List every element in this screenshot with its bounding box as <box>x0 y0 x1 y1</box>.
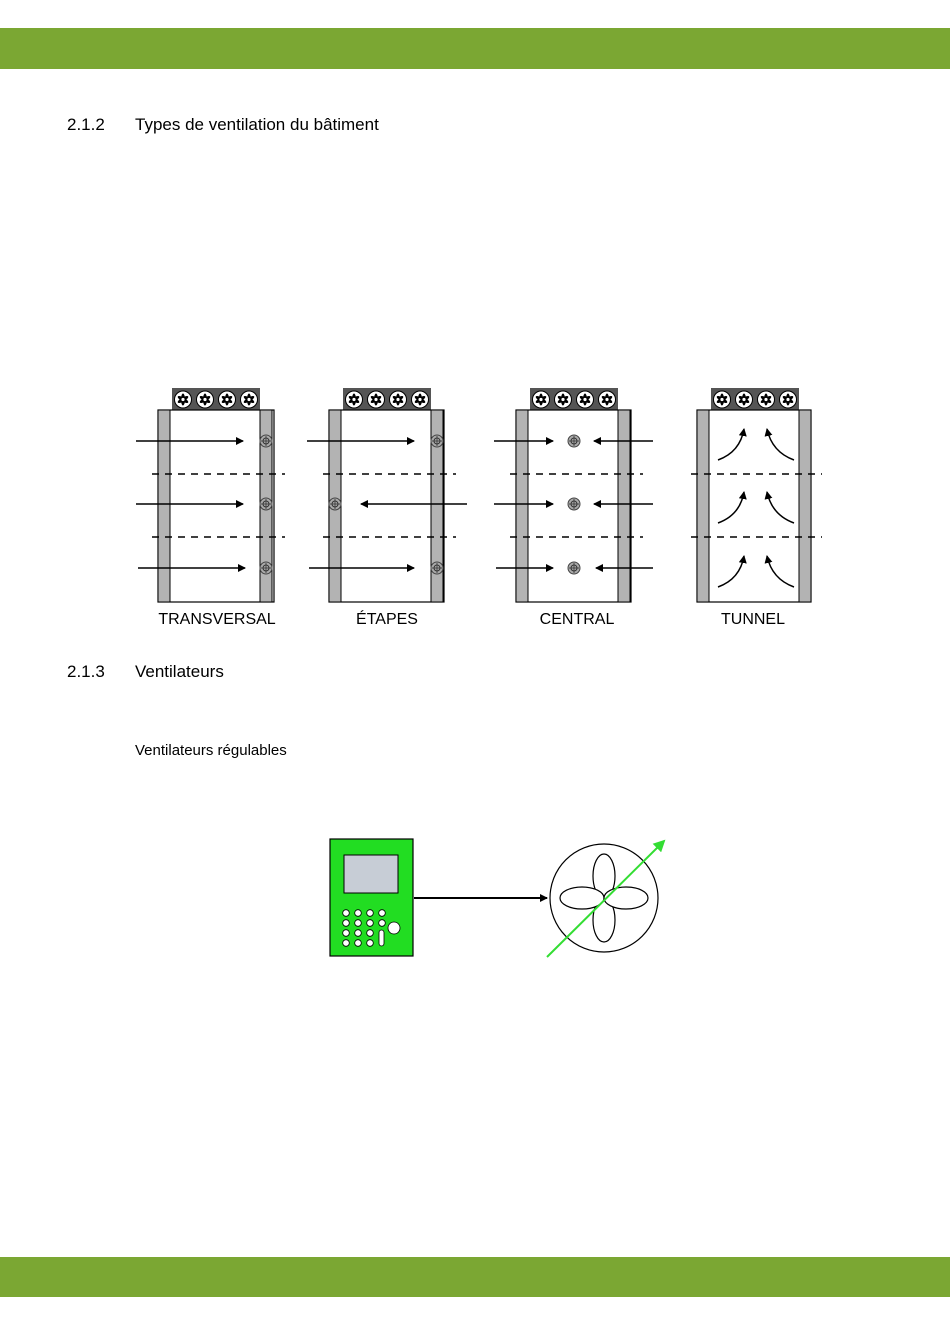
controller-icon <box>330 839 413 956</box>
label-central: CENTRAL <box>540 611 615 628</box>
fan-bank <box>711 388 799 411</box>
etapes-diagram <box>307 388 467 602</box>
section-title: Ventilateurs <box>135 662 224 682</box>
label-transversal: TRANSVERSAL <box>158 611 275 628</box>
footer-band <box>0 1257 950 1297</box>
section-number: 2.1.3 <box>67 662 135 682</box>
variable-fan-diagram <box>330 839 664 957</box>
fan-bank <box>172 388 260 411</box>
fan-bank <box>343 388 431 411</box>
tunnel-diagram <box>691 388 822 602</box>
subheading-variable-fans: Ventilateurs régulables <box>135 742 287 759</box>
fan-bank <box>530 388 618 411</box>
label-etapes: ÉTAPES <box>356 609 418 628</box>
fan-icon <box>550 844 658 952</box>
section-heading-2-1-3: 2.1.3 Ventilateurs <box>67 662 224 682</box>
label-tunnel: TUNNEL <box>721 611 785 628</box>
transversal-diagram <box>136 388 285 602</box>
central-diagram <box>494 388 653 602</box>
